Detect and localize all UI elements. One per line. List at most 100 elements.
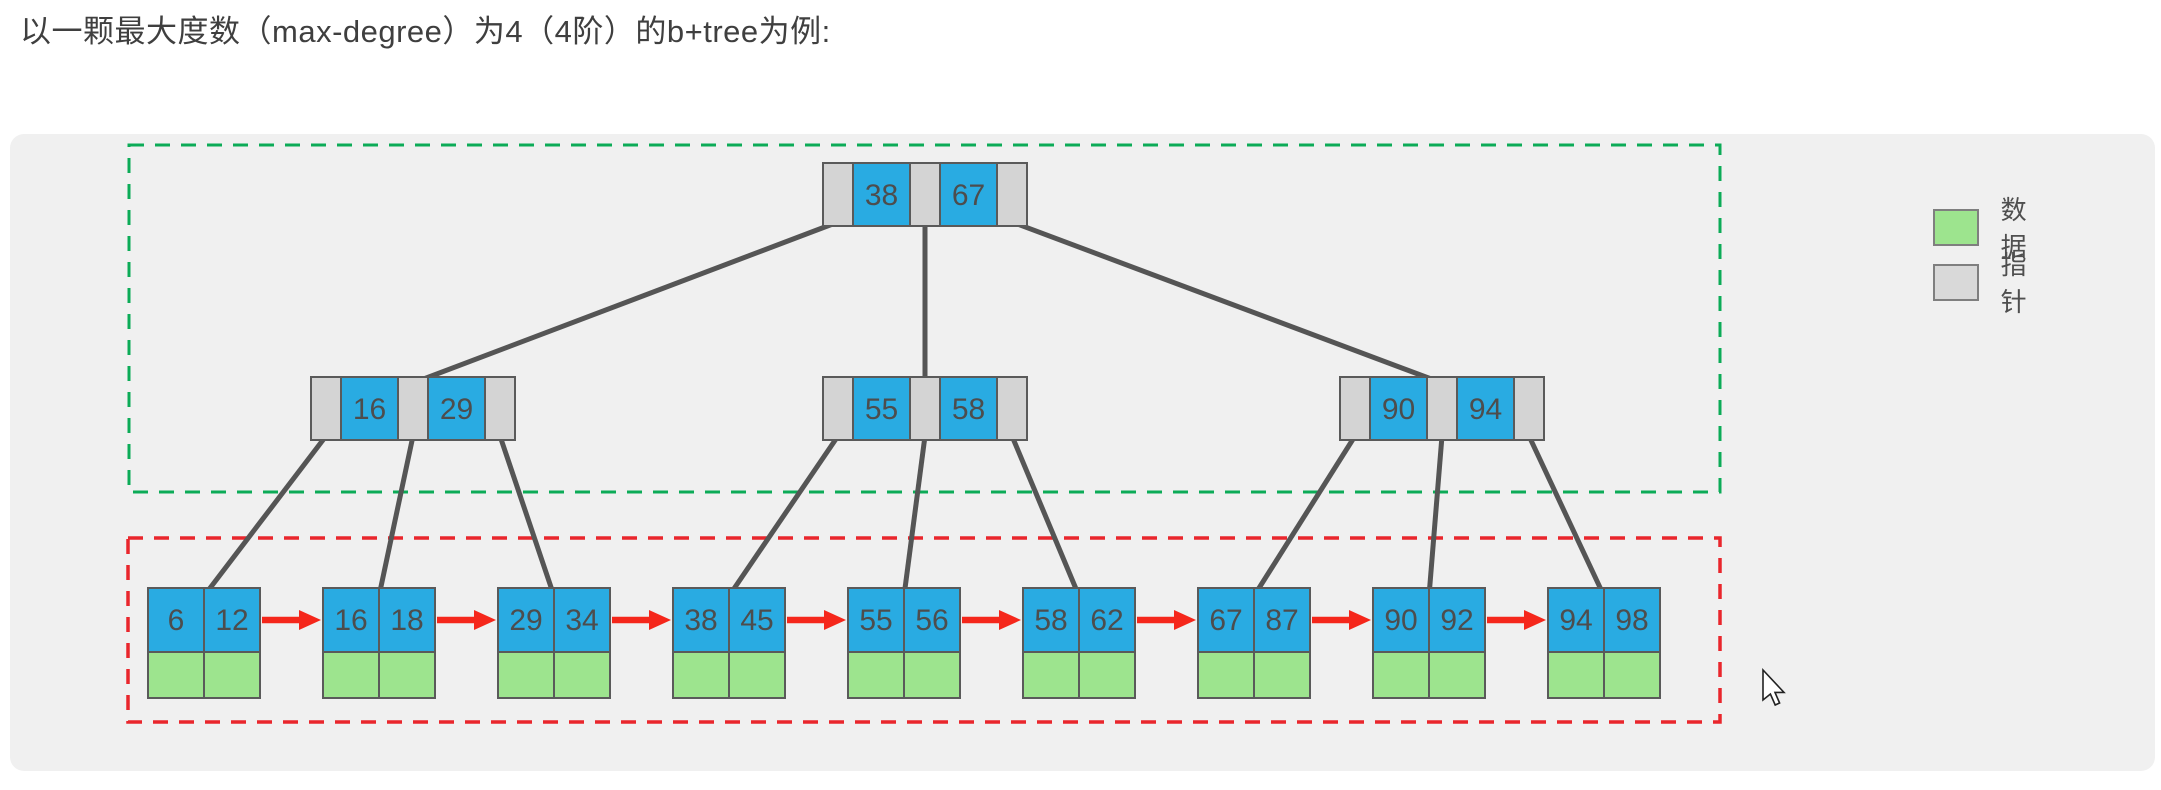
pointer-cell (822, 376, 854, 441)
pointer-cell (310, 376, 342, 441)
leaf-link-arrowhead (649, 610, 671, 630)
pointer-cell (1339, 376, 1371, 441)
leaf-key-value: 58 (1034, 604, 1067, 637)
pointer-cell (397, 376, 429, 441)
leaf-data-cell (847, 651, 905, 699)
page-title: 以一颗最大度数（max-degree）为4（4阶）的b+tree为例: (20, 14, 831, 49)
leaf-data-cell (728, 651, 786, 699)
leaf-data-cell (378, 651, 436, 699)
edge-internal-leaf (1526, 434, 1607, 598)
edge-internal-leaf (901, 435, 928, 597)
leaf-key-value: 6 (168, 604, 185, 637)
data-swatch (1933, 208, 1979, 246)
leaf-data-cell (1253, 651, 1311, 699)
leaf-data-cell (1197, 651, 1255, 699)
leaf-data-cell (203, 651, 261, 699)
key-value: 16 (353, 393, 386, 426)
edge-internal-leaf (1426, 435, 1445, 597)
key-value: 58 (952, 393, 985, 426)
leaf-data-cell (1022, 651, 1080, 699)
pointer-cell (822, 162, 854, 227)
edge-root-child (1011, 219, 1443, 386)
edge-internal-leaf (497, 435, 557, 597)
leaf-key-cell (903, 587, 961, 653)
key-value: 38 (865, 179, 898, 212)
key-value: 67 (952, 179, 985, 212)
leaf-key-cell (1547, 587, 1605, 653)
edge-internal-leaf (726, 434, 841, 598)
leaf-data-cell (1603, 651, 1661, 699)
leaf-key-cell (847, 587, 905, 653)
pointer-cell (909, 162, 941, 227)
leaf-key-value: 62 (1090, 604, 1123, 637)
leaf-key-cell (672, 587, 730, 653)
leaf-key-value: 98 (1615, 604, 1648, 637)
leaf-key-value: 16 (334, 604, 367, 637)
leaf-key-cell (1197, 587, 1255, 653)
root-node (822, 162, 1028, 227)
leaf-link-arrowhead (1174, 610, 1196, 630)
edge-root-child (412, 219, 839, 386)
leaf-key-cell (203, 587, 261, 653)
edge-internal-leaf (376, 435, 416, 597)
pointer-cell (484, 376, 516, 441)
leaf-data-cell (553, 651, 611, 699)
leaf-key-value: 38 (684, 604, 717, 637)
leaf-link-arrowhead (299, 610, 321, 630)
leaf-key-value: 34 (565, 604, 598, 637)
pointer-cell (1513, 376, 1545, 441)
leaf-data-cell (147, 651, 205, 699)
legend-label-pointer: 指针 (2000, 250, 2027, 317)
key-cell (1369, 376, 1428, 441)
leaf-key-value: 94 (1559, 604, 1592, 637)
leaf-key-cell (1078, 587, 1136, 653)
leaf-key-value: 29 (509, 604, 542, 637)
leaf-key-value: 45 (740, 604, 773, 637)
leaf-key-value: 87 (1265, 604, 1298, 637)
leaf-link-arrowhead (474, 610, 496, 630)
internal-node (822, 376, 1028, 441)
leaf-link-arrowhead (1524, 610, 1546, 630)
key-value: 29 (440, 393, 473, 426)
leaf-key-value: 55 (859, 604, 892, 637)
leaf-key-cell (728, 587, 786, 653)
key-cell (852, 162, 911, 227)
key-value: 90 (1382, 393, 1415, 426)
leaf-key-value: 90 (1384, 604, 1417, 637)
legend-item-data: 数据 (1933, 190, 2040, 264)
legend-label-data: 数据 (2000, 195, 2027, 262)
leaf-key-cell (1428, 587, 1486, 653)
internal-node (1339, 376, 1545, 441)
mouse-cursor (1762, 667, 1786, 707)
pointer-cell (996, 376, 1028, 441)
pointer-cell (996, 162, 1028, 227)
leaf-key-cell (378, 587, 436, 653)
edge-internal-leaf (1009, 435, 1082, 597)
leaf-link-arrowhead (824, 610, 846, 630)
leaf-key-value: 92 (1440, 604, 1473, 637)
leaf-group-box (126, 536, 1722, 724)
leaf-link-arrowhead (999, 610, 1021, 630)
legend-item-pointer: 指针 (1933, 245, 2040, 319)
leaf-key-cell (553, 587, 611, 653)
leaf-key-value: 67 (1209, 604, 1242, 637)
internal-group-box (127, 143, 1722, 494)
leaf-data-cell (497, 651, 555, 699)
key-value: 94 (1469, 393, 1502, 426)
pointer-cell (1426, 376, 1458, 441)
pointer-swatch (1933, 263, 1979, 301)
leaf-data-cell (1547, 651, 1605, 699)
leaf-data-cell (903, 651, 961, 699)
edge-internal-leaf (1251, 434, 1358, 598)
key-cell (852, 376, 911, 441)
edge-internal-leaf (202, 434, 328, 598)
leaf-data-cell (1428, 651, 1486, 699)
leaf-link-arrowhead (1349, 610, 1371, 630)
leaf-key-value: 18 (390, 604, 423, 637)
leaf-data-cell (672, 651, 730, 699)
leaf-key-value: 12 (215, 604, 248, 637)
leaf-key-value: 56 (915, 604, 948, 637)
leaf-data-cell (1372, 651, 1430, 699)
